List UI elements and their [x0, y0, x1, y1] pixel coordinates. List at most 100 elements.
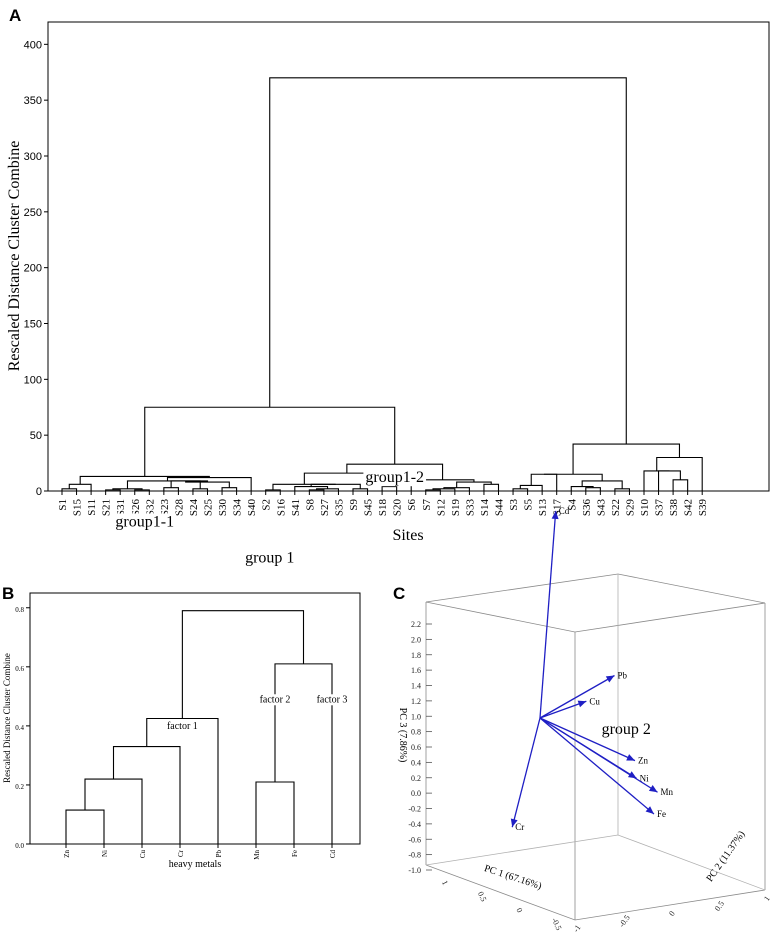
leaf-label: S29	[624, 499, 636, 517]
box-edge-bottom-front	[425, 864, 766, 921]
leaf-label: S43	[595, 499, 607, 517]
factor-label: factor 1	[167, 721, 198, 732]
y-tick-label: 0	[36, 486, 42, 498]
leaf-label: Mn	[253, 850, 261, 860]
panel-a-x-axis-label: Sites	[392, 527, 423, 544]
group-label-bg	[363, 469, 427, 487]
z-tick-label: 1.6	[411, 666, 421, 675]
factor-label-bg	[165, 721, 199, 732]
dendrogram-link	[112, 746, 181, 844]
leaf-label: Ni	[101, 850, 109, 857]
dendrogram-link	[572, 443, 681, 475]
leaf-label: S30	[217, 499, 229, 517]
leaf-label: Cr	[177, 849, 185, 857]
y-tick-label: -0.5	[617, 913, 632, 929]
leaf-label: S37	[654, 499, 666, 517]
panel-b-y-axis-label: Rescaled Distance Cluster Combine	[2, 653, 12, 783]
leaf-label: S19	[450, 499, 462, 517]
leaf-label: S28	[173, 499, 185, 517]
panel-b-x-axis-label: heavy metals	[169, 859, 222, 870]
y-tick-label: 0.0	[15, 842, 24, 850]
dendrogram-link	[381, 485, 398, 491]
leaf-label: S33	[464, 499, 476, 517]
group-label: group1-2	[365, 469, 424, 486]
panel-b-links	[65, 610, 333, 844]
dendrogram-link	[68, 483, 92, 491]
leaf-label: S13	[537, 499, 549, 517]
dendrogram-link	[221, 487, 238, 491]
z-tick-label: 1.2	[411, 697, 421, 706]
y-tick-label: 0.5	[713, 899, 726, 912]
leaf-label: S5	[523, 499, 535, 511]
loading-vector	[539, 717, 636, 762]
z-tick-label: 1.8	[411, 651, 421, 660]
dendrogram-link	[656, 456, 703, 491]
dendrogram-link	[84, 778, 143, 844]
leaf-label: S24	[188, 499, 200, 517]
box-edge-top-front	[425, 601, 766, 633]
leaf-label: S17	[552, 499, 564, 517]
y-tick-label: 0.6	[15, 665, 24, 673]
leaf-label: S31	[115, 499, 127, 516]
y-tick-label: 350	[24, 95, 42, 107]
loading-vector	[511, 717, 541, 828]
y-tick-label: 0.4	[15, 724, 24, 732]
leaf-label: S23	[159, 499, 171, 517]
y-tick-label: 300	[24, 151, 42, 163]
z-tick-label: -0.8	[408, 851, 421, 860]
factor-label: factor 2	[260, 694, 291, 705]
loading-vector	[539, 717, 658, 793]
panel-a-links	[61, 77, 703, 491]
leaf-label: Zn	[63, 850, 71, 858]
leaf-label: S3	[508, 499, 520, 511]
y-tick-label: 1	[762, 894, 772, 902]
panel-c-x-ticks: 10.50-0.5	[440, 879, 563, 932]
leaf-label: S22	[610, 499, 622, 516]
group-label-bg	[599, 721, 653, 739]
leaf-label: S44	[494, 499, 506, 517]
dendrogram-link	[65, 809, 105, 844]
x-tick-label: -0.5	[550, 916, 564, 931]
vector-label: Cd	[559, 506, 570, 516]
dendrogram-link	[269, 77, 627, 445]
leaf-label: S9	[348, 499, 360, 511]
group-label-bg	[113, 513, 177, 531]
vector-arrowhead	[645, 806, 654, 815]
group-label-bg	[243, 549, 297, 567]
panel-c-biplot: 2.22.01.81.61.41.21.00.80.60.40.20.0-0.2…	[397, 506, 772, 933]
y-tick-label: 0.2	[15, 783, 24, 791]
leaf-label: S41	[290, 499, 302, 516]
y-tick-label: 400	[24, 39, 42, 51]
dendrogram-link	[530, 473, 558, 491]
leaf-label: S8	[304, 499, 316, 511]
vector-arrowhead	[626, 754, 635, 761]
leaf-label: S35	[333, 499, 345, 517]
group-label: group1-1	[115, 513, 174, 530]
y-tick-label: 250	[24, 207, 42, 219]
vector-label: Mn	[661, 787, 674, 797]
dendrogram-link	[657, 470, 681, 491]
panel-b-y-ticks: 0.00.20.40.60.8	[15, 606, 30, 850]
panel-label-c: C	[393, 584, 405, 603]
leaf-label: S14	[479, 499, 491, 517]
dendrogram-link	[272, 483, 336, 490]
y-tick-label: 50	[30, 430, 42, 442]
leaf-label: S25	[203, 499, 215, 517]
vector-arrowhead	[605, 675, 615, 683]
dendrogram-link	[181, 610, 305, 719]
dendrogram-link	[672, 479, 689, 491]
vector-arrowhead	[577, 700, 587, 708]
z-tick-label: -0.4	[408, 820, 421, 829]
leaf-label: S18	[377, 499, 389, 517]
leaf-label: S42	[683, 499, 695, 516]
dendrogram-link	[166, 477, 252, 491]
leaf-label: S6	[406, 499, 418, 511]
y-tick-label: -1	[571, 923, 582, 933]
dendrogram-link	[443, 487, 470, 491]
loading-vector	[539, 510, 557, 719]
vector-label: Pb	[618, 671, 628, 681]
